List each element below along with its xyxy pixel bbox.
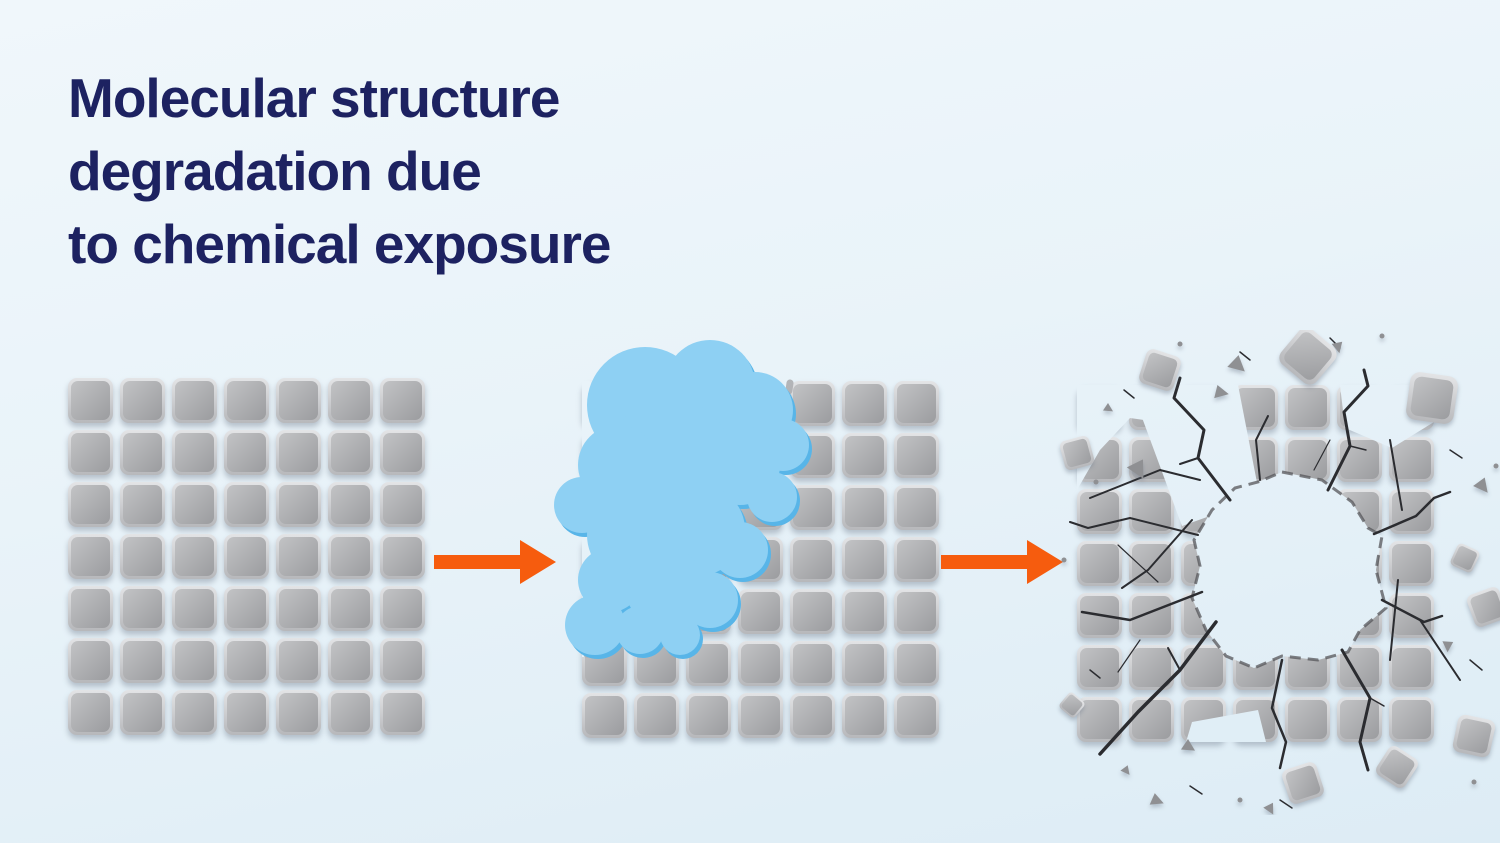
arrow-right-icon xyxy=(941,540,1063,584)
page-title: Molecular structure degradation due to c… xyxy=(68,62,611,281)
stage-3-shattered-grid xyxy=(1059,330,1500,815)
title-line-1: Molecular structure xyxy=(68,67,560,129)
title-line-3: to chemical exposure xyxy=(68,213,611,275)
arrow-right-icon xyxy=(434,540,556,584)
stage-1-intact-molecular-grid xyxy=(68,378,425,735)
title-line-2: degradation due xyxy=(68,140,482,202)
stage-2-chemical-exposure-grid xyxy=(554,340,939,738)
